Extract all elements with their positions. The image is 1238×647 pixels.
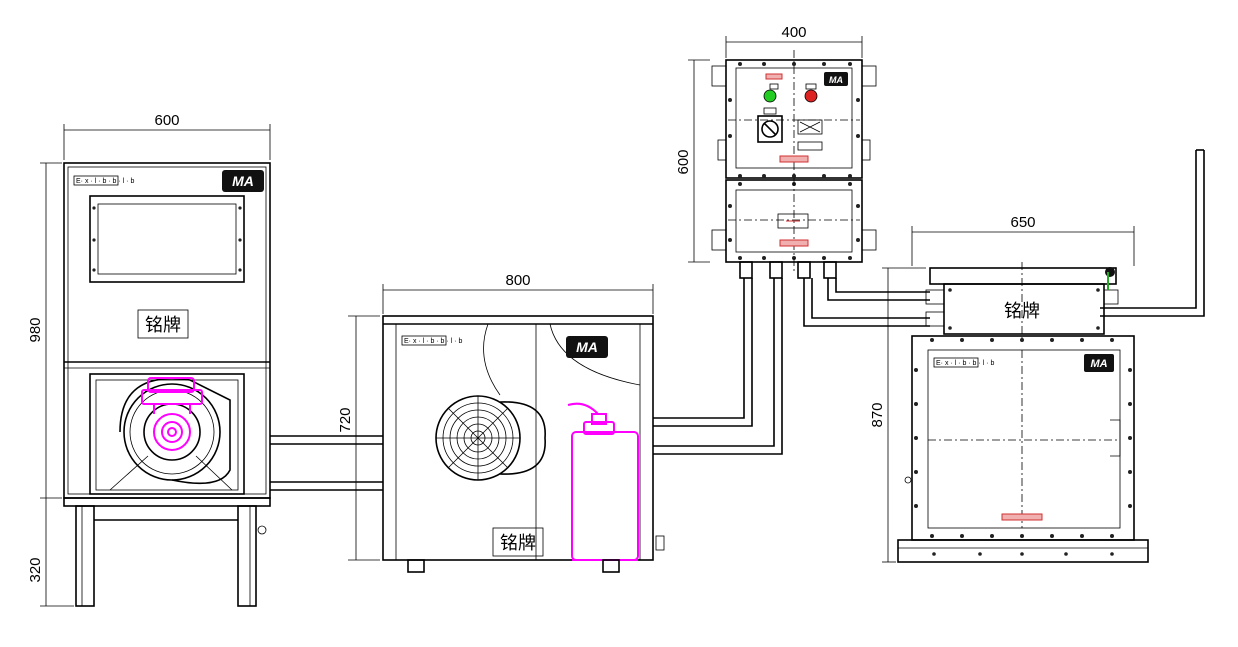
svg-text:E· x · l · b · b · l · b: E· x · l · b · b · l · b bbox=[76, 178, 134, 185]
dim-unit4-width: 650 bbox=[1010, 214, 1035, 231]
ma-logo-4-text: MA bbox=[1090, 358, 1107, 370]
pipes-3-4 bbox=[803, 149, 1205, 327]
unit-2-dimensions: 800 720 bbox=[337, 272, 654, 561]
dim-box3-width: 400 bbox=[781, 24, 806, 41]
unit-1-air-handler: E· x · l · b · b · l · b MA 铭牌 bbox=[63, 162, 271, 607]
box-3-control-box: MA bbox=[711, 50, 877, 279]
green-indicator-lamp bbox=[763, 89, 777, 103]
nameplate-2: 铭牌 bbox=[500, 533, 536, 554]
dim-unit2-width: 800 bbox=[505, 272, 530, 289]
condenser-fan bbox=[435, 395, 546, 481]
dim-box3-height: 600 bbox=[675, 149, 692, 174]
nameplate-1: 铭牌 bbox=[145, 315, 181, 336]
dim-unit1-stand: 320 bbox=[27, 557, 44, 582]
ma-logo-3 bbox=[824, 72, 848, 86]
ma-logo-4 bbox=[1084, 354, 1114, 372]
pipes-2-3 bbox=[653, 278, 783, 455]
dim-unit1-width: 600 bbox=[154, 112, 179, 129]
motor-highlight-1 bbox=[141, 377, 203, 451]
box-3-dimensions: 400 600 bbox=[675, 24, 863, 263]
dim-unit4-height: 870 bbox=[869, 402, 886, 427]
red-indicator-lamp bbox=[804, 89, 818, 103]
unit-1-dimensions: 600 980 320 bbox=[27, 112, 271, 607]
dim-unit1-height: 980 bbox=[27, 317, 44, 342]
ma-logo-1-text: MA bbox=[232, 173, 254, 189]
unit-4-dimensions: 650 870 bbox=[869, 214, 1135, 563]
unit-2-condensing-unit: E· x · l · b · b · l · b MA 铭牌 bbox=[382, 315, 665, 573]
pipes-1-2 bbox=[270, 435, 383, 491]
dim-unit2-height: 720 bbox=[337, 407, 354, 432]
ma-logo-2 bbox=[566, 336, 608, 358]
ma-logo-2-text: MA bbox=[576, 339, 598, 355]
svg-text:E· x · l · b · b · l · b: E· x · l · b · b · l · b bbox=[936, 360, 994, 367]
svg-text:E· x · l · b · b · l · b: E· x · l · b · b · l · b bbox=[404, 338, 462, 345]
unit-4-cabinet: 铭牌 E· x · l · b · b · l · b MA bbox=[897, 262, 1149, 563]
refrigerant-cylinder bbox=[567, 402, 639, 561]
ma-logo-3-text: MA bbox=[829, 75, 843, 85]
ma-logo-1 bbox=[222, 170, 264, 192]
